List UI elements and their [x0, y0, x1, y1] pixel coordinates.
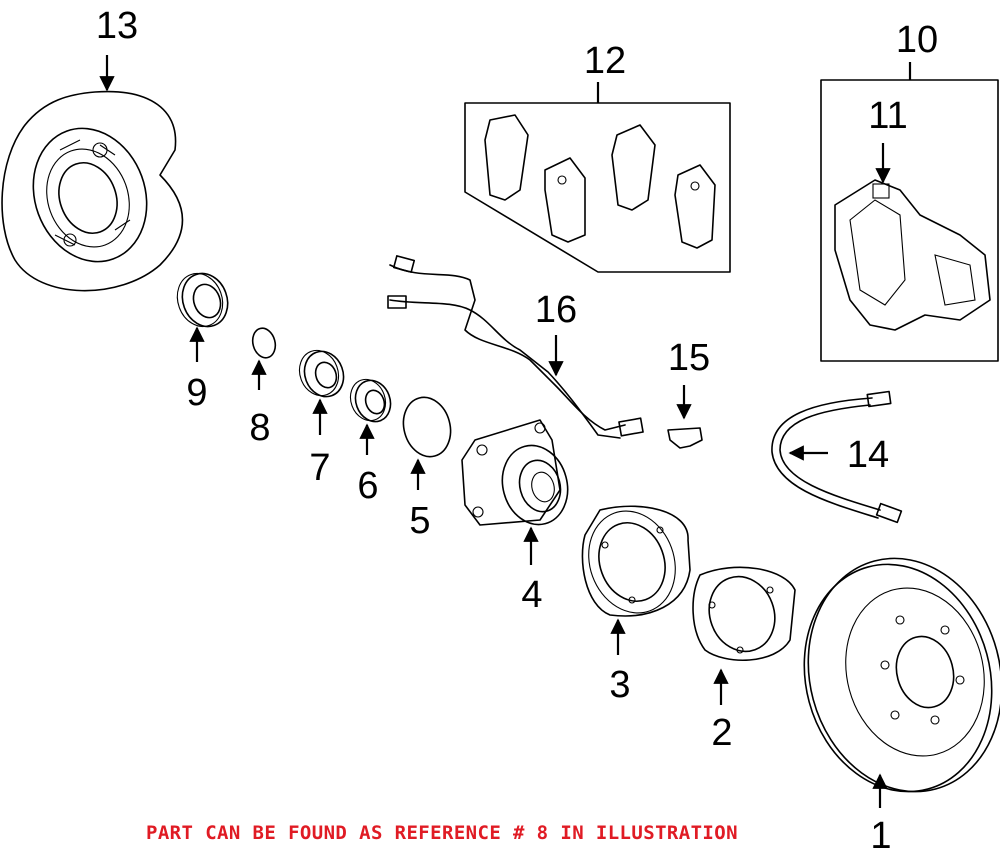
callout-12: 12: [584, 40, 626, 82]
callout-9: 9: [186, 372, 207, 414]
wheel-hub-part: [461, 419, 569, 526]
brake-pads-part: [464, 102, 731, 273]
brake-hose-part: [771, 390, 903, 524]
callout-8: 8: [249, 407, 270, 449]
snap-ring-part: [251, 327, 277, 359]
callout-6: 6: [357, 465, 378, 507]
callout-3: 3: [609, 664, 630, 706]
spacer-plate-part: [692, 566, 796, 662]
callout-14: 14: [847, 434, 889, 476]
abs-sensor-wire-part: [387, 255, 644, 439]
callout-4: 4: [521, 574, 542, 616]
callout-5: 5: [409, 500, 430, 542]
sensor-clip-part: [667, 427, 703, 449]
reference-note: PART CAN BE FOUND AS REFERENCE # 8 IN IL…: [146, 822, 738, 844]
brake-rotor-part: [803, 557, 1000, 793]
callout-1: 1: [870, 815, 891, 853]
o-ring-part: [402, 396, 452, 458]
callout-15: 15: [668, 337, 710, 379]
bearing-outer-part: [349, 378, 392, 423]
callout-arrows: [99, 55, 912, 808]
backing-plate-part: [581, 505, 691, 617]
caliper-part: [820, 79, 999, 362]
oil-seal-part: [176, 272, 229, 328]
dust-shield-part: [1, 90, 184, 292]
callout-7: 7: [309, 447, 330, 489]
callout-11: 11: [868, 95, 907, 137]
callout-16: 16: [535, 289, 577, 331]
callout-13: 13: [96, 5, 138, 47]
callout-2: 2: [711, 712, 732, 754]
bearing-inner-part: [298, 349, 345, 398]
callout-10: 10: [896, 19, 938, 61]
